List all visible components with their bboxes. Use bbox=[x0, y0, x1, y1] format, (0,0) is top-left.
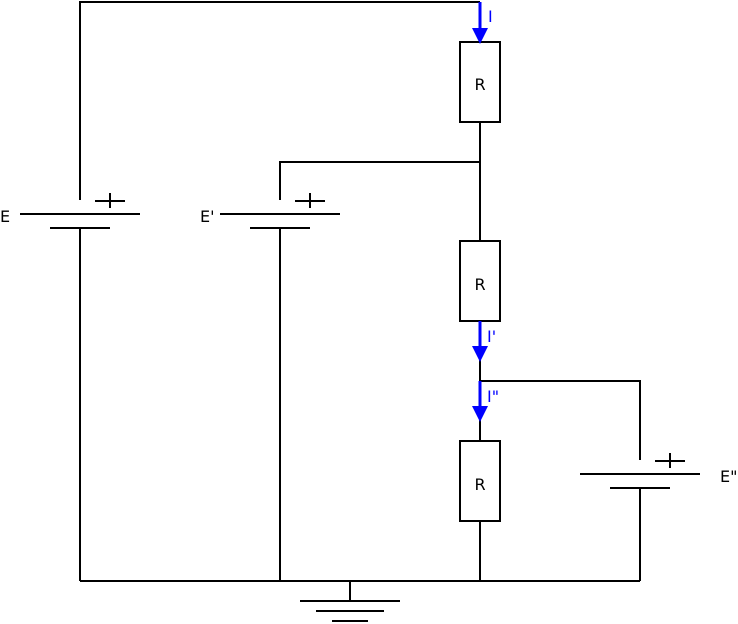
resistor-label: R bbox=[474, 475, 485, 494]
plus-icon bbox=[655, 453, 685, 468]
current-label: I bbox=[488, 7, 493, 26]
current-arrow-i-prime: I' bbox=[472, 321, 496, 362]
battery-label: E bbox=[0, 207, 10, 226]
resistor-r2: R bbox=[459, 240, 501, 322]
arrow-down-icon bbox=[472, 346, 488, 362]
resistor-r1: R bbox=[459, 41, 501, 123]
current-arrow-i-double-prime: I" bbox=[472, 381, 499, 422]
wire-node-edoubleprime bbox=[480, 380, 641, 460]
battery-label: E' bbox=[200, 207, 215, 226]
wire-node-eprime bbox=[279, 161, 480, 200]
battery-e-prime: E' bbox=[200, 193, 340, 229]
battery-e-double-prime: E" bbox=[580, 453, 737, 489]
plus-icon bbox=[295, 193, 325, 208]
wire-top-left bbox=[79, 1, 480, 200]
battery-label: E" bbox=[720, 467, 737, 486]
arrow-down-icon bbox=[472, 406, 488, 422]
resistor-label: R bbox=[474, 75, 485, 94]
current-label: I' bbox=[487, 327, 496, 346]
ground-icon bbox=[300, 600, 400, 622]
current-label: I" bbox=[487, 387, 499, 406]
resistor-label: R bbox=[474, 275, 485, 294]
wires bbox=[79, 1, 641, 601]
current-arrow-i: I bbox=[472, 2, 493, 44]
battery-e: E bbox=[0, 193, 140, 229]
plus-icon bbox=[95, 193, 125, 208]
resistor-r3: R bbox=[459, 440, 501, 522]
arrow-down-icon bbox=[472, 28, 488, 44]
